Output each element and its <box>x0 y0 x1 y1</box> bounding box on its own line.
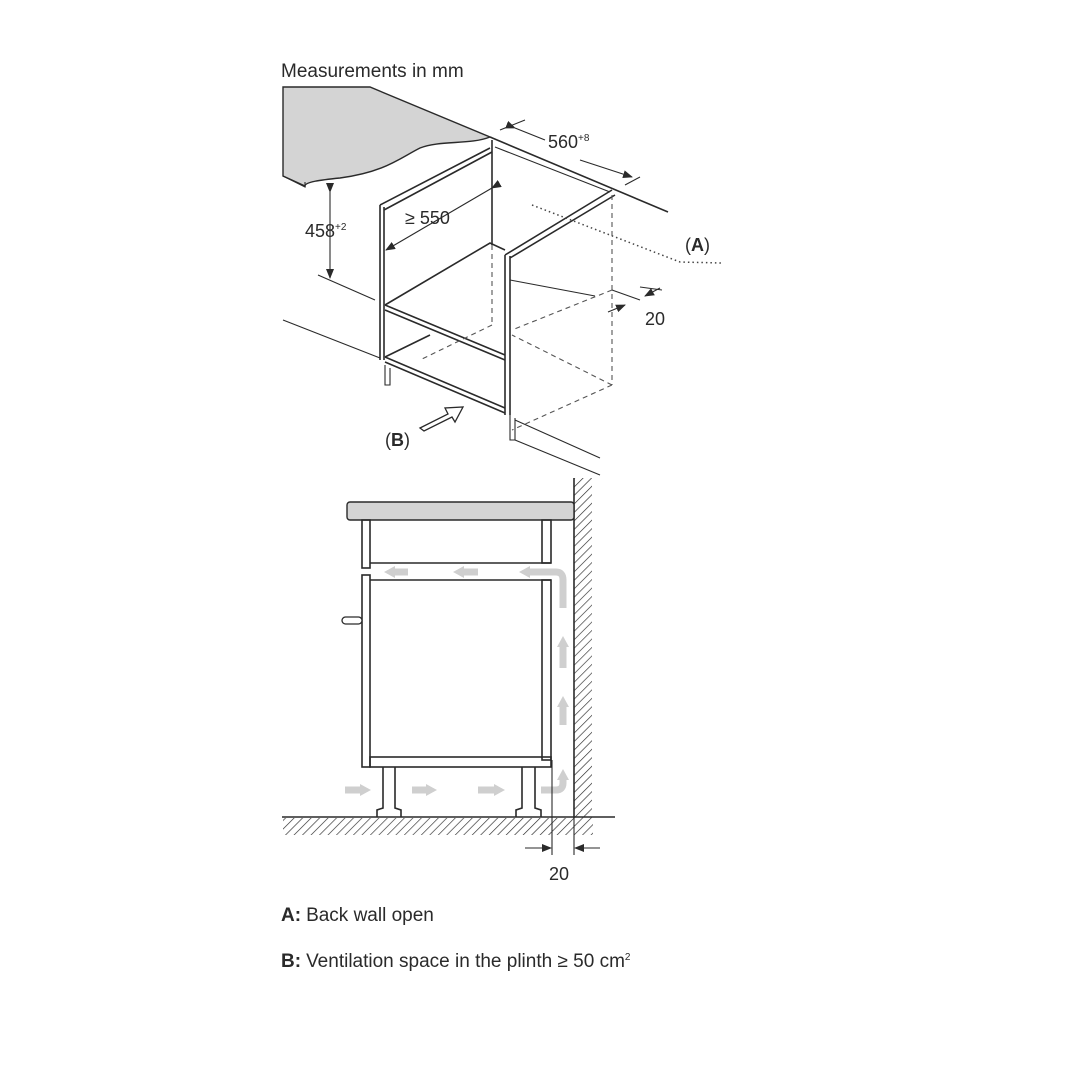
measurements-title: Measurements in mm <box>281 61 464 82</box>
dim-gap-side-label: 20 <box>549 864 569 884</box>
legend-item-a: A:Back wall open <box>281 905 434 926</box>
legend-item-b: B:Ventilation space in the plinth ≥ 50 c… <box>281 951 631 972</box>
oven-handle <box>341 616 363 625</box>
dim-height-label: 458+2 <box>305 221 347 241</box>
legend: A:Back wall open B:Ventilation space in … <box>281 905 631 972</box>
label-a: (A) <box>685 235 710 255</box>
floor-hatch <box>283 818 593 835</box>
isometric-cabinet-view: 458+2 ≥ 550 560+8 (A) 20 (B) <box>282 86 723 476</box>
label-b: (B) <box>385 430 410 450</box>
ventilation-arrow-icon <box>418 406 465 432</box>
countertop <box>282 86 492 188</box>
dim-depth-label: ≥ 550 <box>405 208 450 228</box>
wall-hatch <box>574 478 592 818</box>
side-countertop <box>346 501 575 521</box>
dim-gap-top-label: 20 <box>645 309 665 329</box>
dim-width-label: 560+8 <box>548 132 590 152</box>
worktop-back-edge <box>489 136 669 213</box>
airflow-arrows <box>345 566 569 796</box>
open-back-wall-indicator <box>531 204 723 264</box>
side-section-view: 20 <box>282 478 615 884</box>
